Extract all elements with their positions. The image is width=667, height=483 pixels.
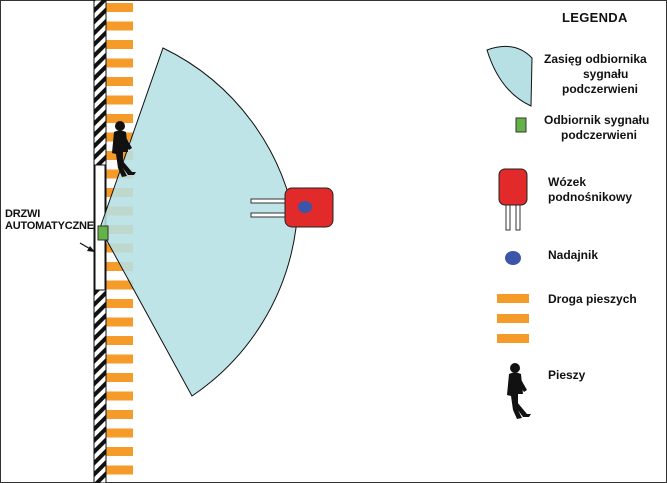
door-label-line: DRZWI xyxy=(5,208,41,220)
legend-item-range: Zasięg odbiornika sygnału podczerwieni xyxy=(544,52,664,97)
legend-range-icon xyxy=(486,45,533,107)
walkway-stripe xyxy=(106,410,133,419)
legend-label-line: podnośnikowy xyxy=(548,190,632,204)
walkway-stripe xyxy=(106,317,133,327)
walkway-stripe xyxy=(106,114,133,123)
walkway-stripe xyxy=(106,21,133,31)
legend-pedestrian-icon xyxy=(507,363,531,419)
legend-item-walkway: Droga pieszych xyxy=(548,292,637,307)
walkway-stripe xyxy=(106,447,133,456)
legend-title: LEGENDA xyxy=(562,10,628,25)
door-label: DRZWI AUTOMATYCZNE xyxy=(5,208,94,232)
legend-label-line: podczerwieni xyxy=(562,82,639,96)
legend-item-receiver: Odbiornik sygnału podczerwieni xyxy=(544,113,664,143)
walkway-stripe xyxy=(106,95,133,105)
walkway-stripe xyxy=(106,391,133,401)
legend-label-line: Zasięg odbiornika xyxy=(544,52,647,66)
forklift xyxy=(250,187,334,228)
legend-receiver-icon xyxy=(515,117,527,133)
legend-label-line: sygnału xyxy=(583,67,629,81)
legend-label-line: Pieszy xyxy=(548,368,586,382)
walkway-stripe xyxy=(106,465,133,475)
pedestrian-figure xyxy=(112,121,136,177)
walkway-stripe xyxy=(106,280,133,290)
walkway-stripe xyxy=(106,58,133,68)
walkway-stripe xyxy=(106,336,133,345)
legend-label-line: Odbiornik sygnału xyxy=(544,113,650,127)
door-pointer-arrowhead xyxy=(87,246,95,252)
legend-forklift-icon xyxy=(498,168,528,231)
walkway-stripe xyxy=(106,373,133,382)
ir-receiver xyxy=(97,225,109,241)
legend-walkway-icon xyxy=(497,294,529,343)
walkway-stripe xyxy=(106,354,133,364)
door-label-line: AUTOMATYCZNE xyxy=(5,220,94,232)
walkway-stripe xyxy=(106,40,133,49)
legend-transmitter-icon xyxy=(505,251,521,265)
walkway-stripe xyxy=(106,262,133,271)
legend-item-pedestrian: Pieszy xyxy=(548,368,585,383)
legend-label-line: Nadajnik xyxy=(548,248,599,262)
legend-label-line: Droga pieszych xyxy=(548,292,637,306)
walkway-stripe xyxy=(106,428,133,438)
legend-item-forklift: Wózek podnośnikowy xyxy=(548,175,658,205)
legend-item-transmitter: Nadajnik xyxy=(548,248,598,263)
legend-label-line: podczerwieni xyxy=(561,128,638,142)
walkway-stripe xyxy=(106,299,133,308)
transmitter-dot xyxy=(298,201,312,213)
walkway-stripe xyxy=(106,3,133,12)
walkway-stripe xyxy=(106,77,133,86)
legend-label-line: Wózek xyxy=(548,175,587,189)
